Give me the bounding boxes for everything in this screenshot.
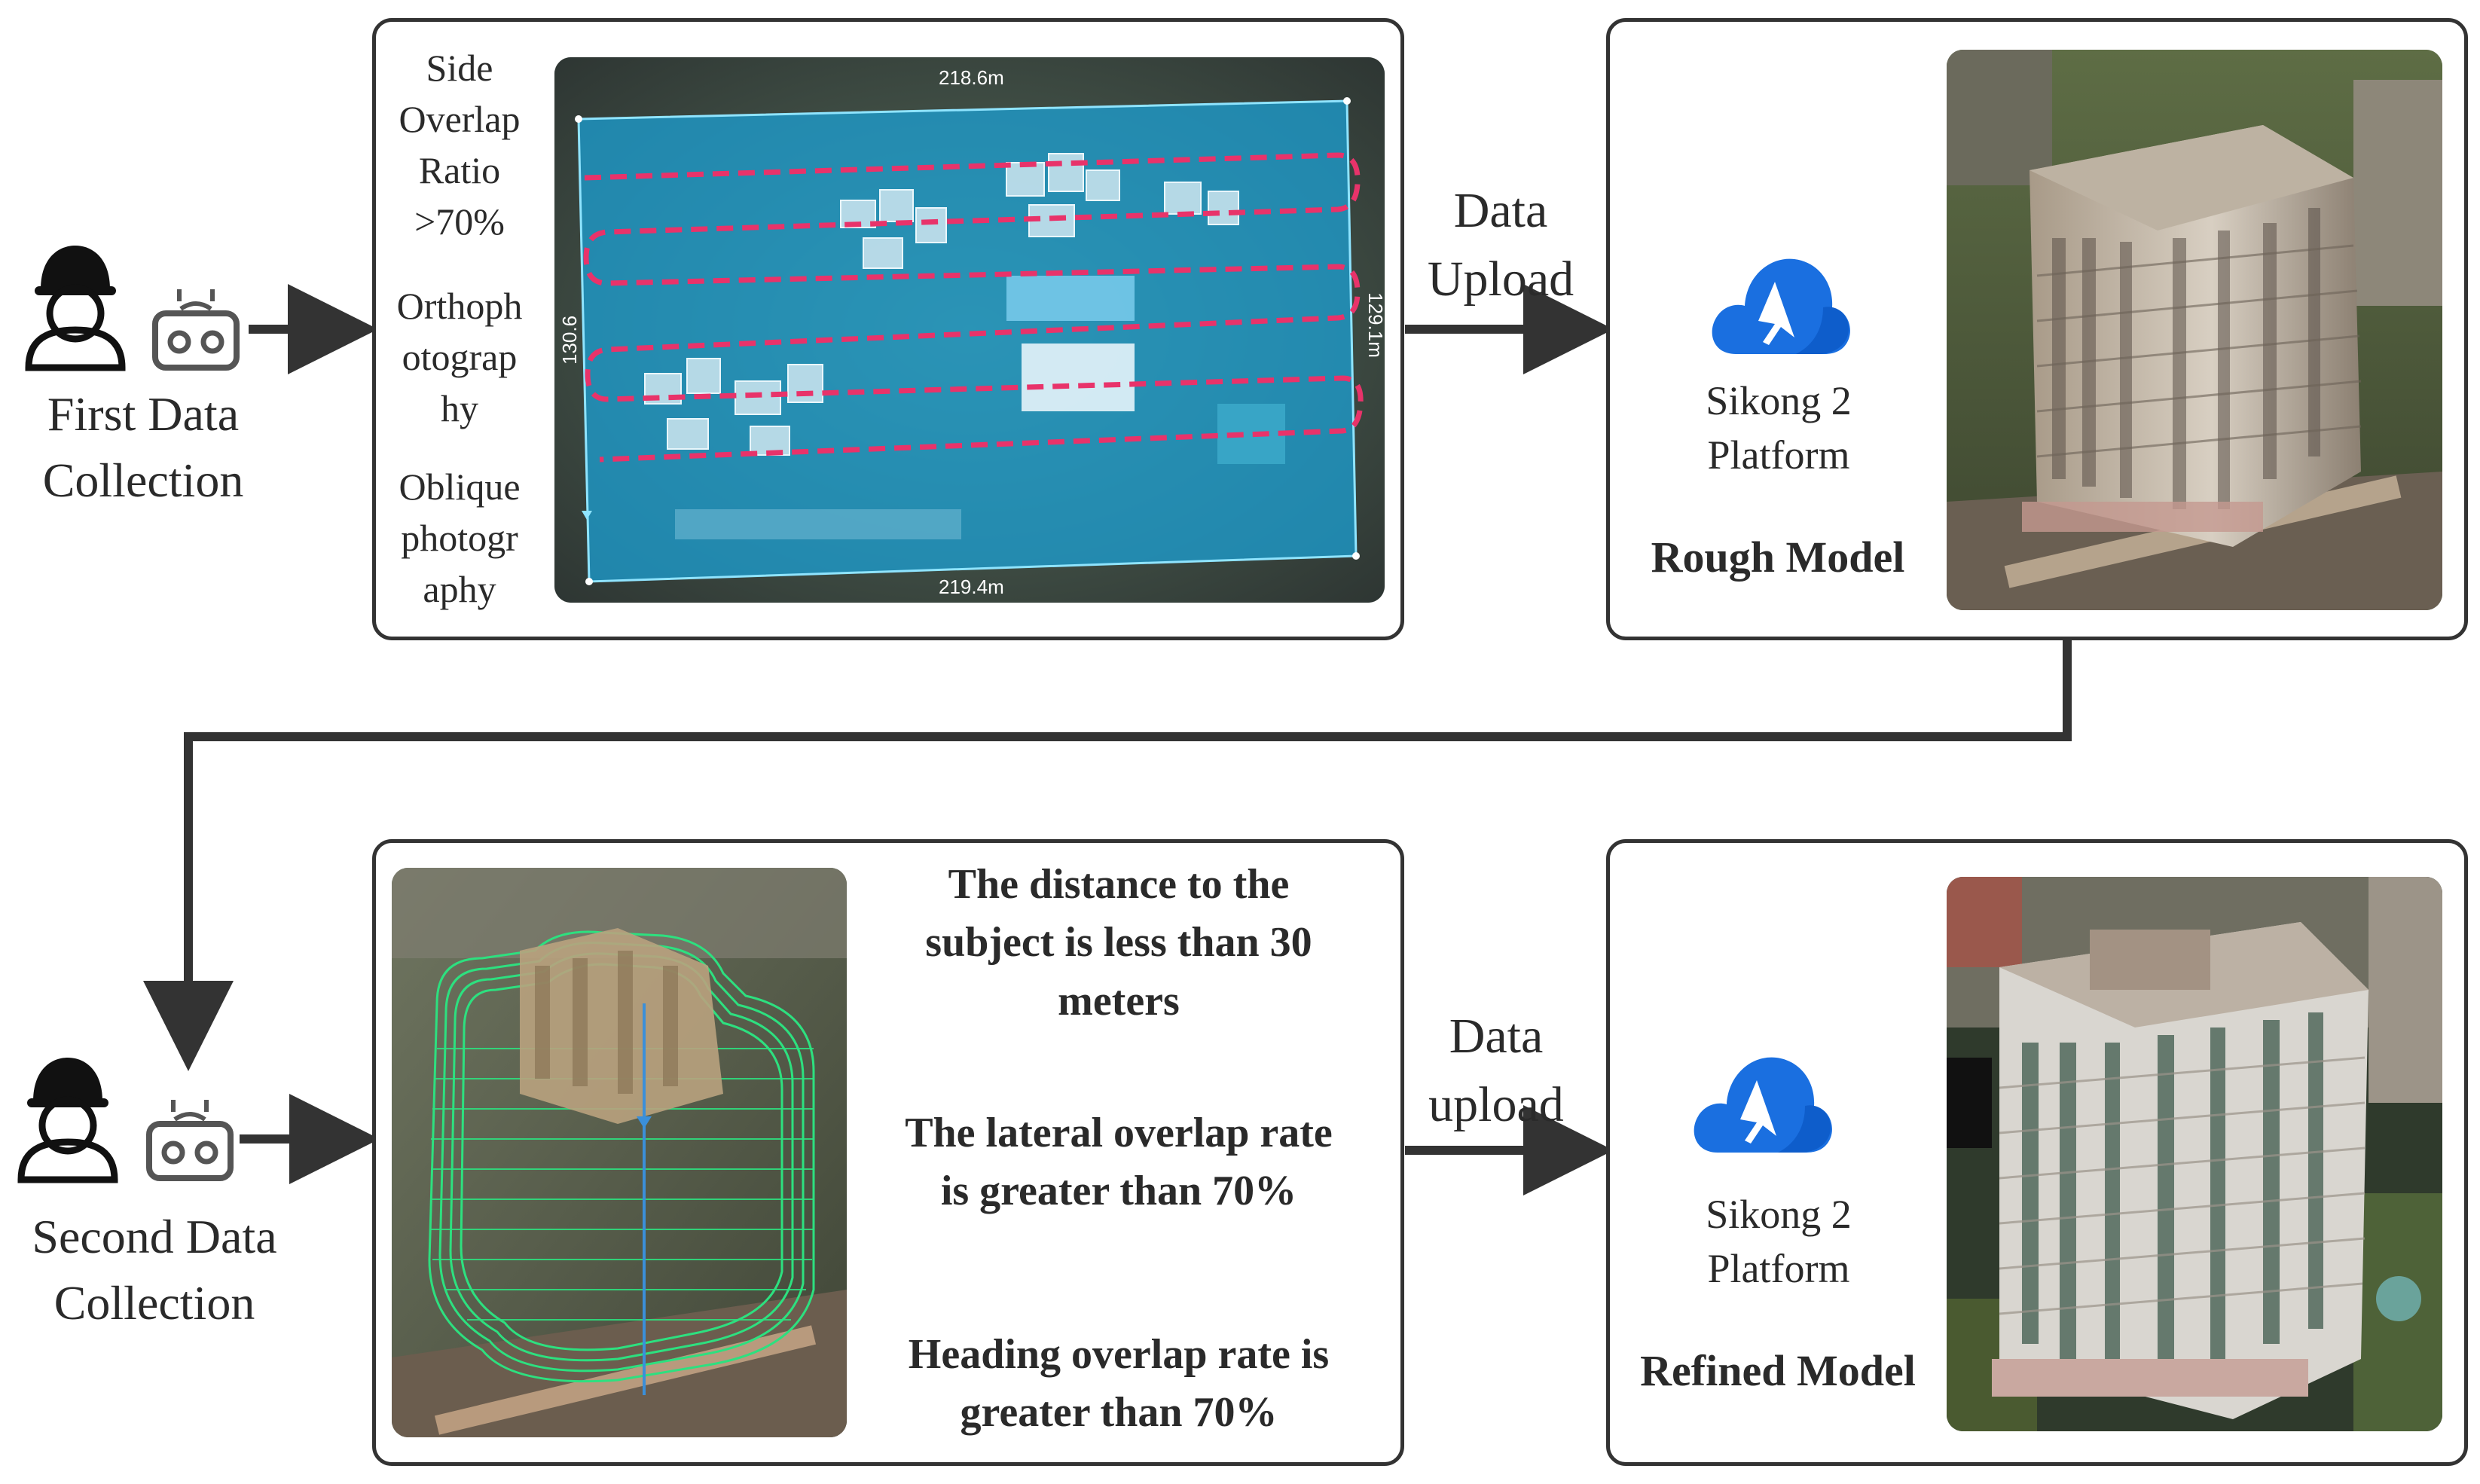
arrow-feedback bbox=[143, 640, 2072, 1071]
flight-plan-map: 218.6m 219.4m 130.6 129.1m bbox=[554, 57, 1385, 603]
refined-model-label: Refined Model bbox=[1640, 1346, 1916, 1395]
drone-controller-icon-2 bbox=[146, 1100, 234, 1181]
cloud-platform-icon bbox=[1712, 258, 1850, 354]
rough-model-label: Rough Model bbox=[1651, 533, 1905, 582]
rough-model-image bbox=[1947, 50, 2442, 610]
upload-label-2: Data upload bbox=[1428, 1009, 1564, 1133]
second-param-distance: The distance to the subject is less than… bbox=[925, 861, 1312, 1024]
3d-flight-path-image bbox=[392, 868, 847, 1437]
first-param-overlap: Side Overlap Ratio >70% bbox=[399, 47, 521, 243]
cloud-platform-icon-2 bbox=[1694, 1057, 1832, 1153]
first-param-ortho: Orthoph otograp hy bbox=[396, 285, 523, 429]
second-collection-label: Second Data Collection bbox=[32, 1210, 277, 1330]
worker-icon-2 bbox=[17, 1058, 118, 1183]
worker-icon bbox=[25, 246, 126, 371]
second-param-heading: Heading overlap rate is greater than 70% bbox=[908, 1331, 1330, 1437]
second-param-lateral: The lateral overlap rate is greater than… bbox=[905, 1110, 1333, 1215]
upload-label-1: Data Upload bbox=[1427, 183, 1574, 307]
first-param-oblique: Oblique photogr aphy bbox=[399, 466, 521, 610]
drone-controller-icon bbox=[152, 289, 240, 371]
refined-model-image bbox=[1947, 877, 2442, 1431]
map-dim-right: 129.1m bbox=[1364, 292, 1385, 358]
map-dim-left: 130.6 bbox=[558, 315, 582, 365]
first-collection-label: First Data Collection bbox=[42, 387, 244, 508]
platform-label-2: Sikong 2 Platform bbox=[1706, 1192, 1852, 1292]
map-dim-top: 218.6m bbox=[939, 66, 1004, 89]
map-dim-bottom: 219.4m bbox=[939, 576, 1004, 598]
platform-label-1: Sikong 2 Platform bbox=[1706, 378, 1852, 478]
